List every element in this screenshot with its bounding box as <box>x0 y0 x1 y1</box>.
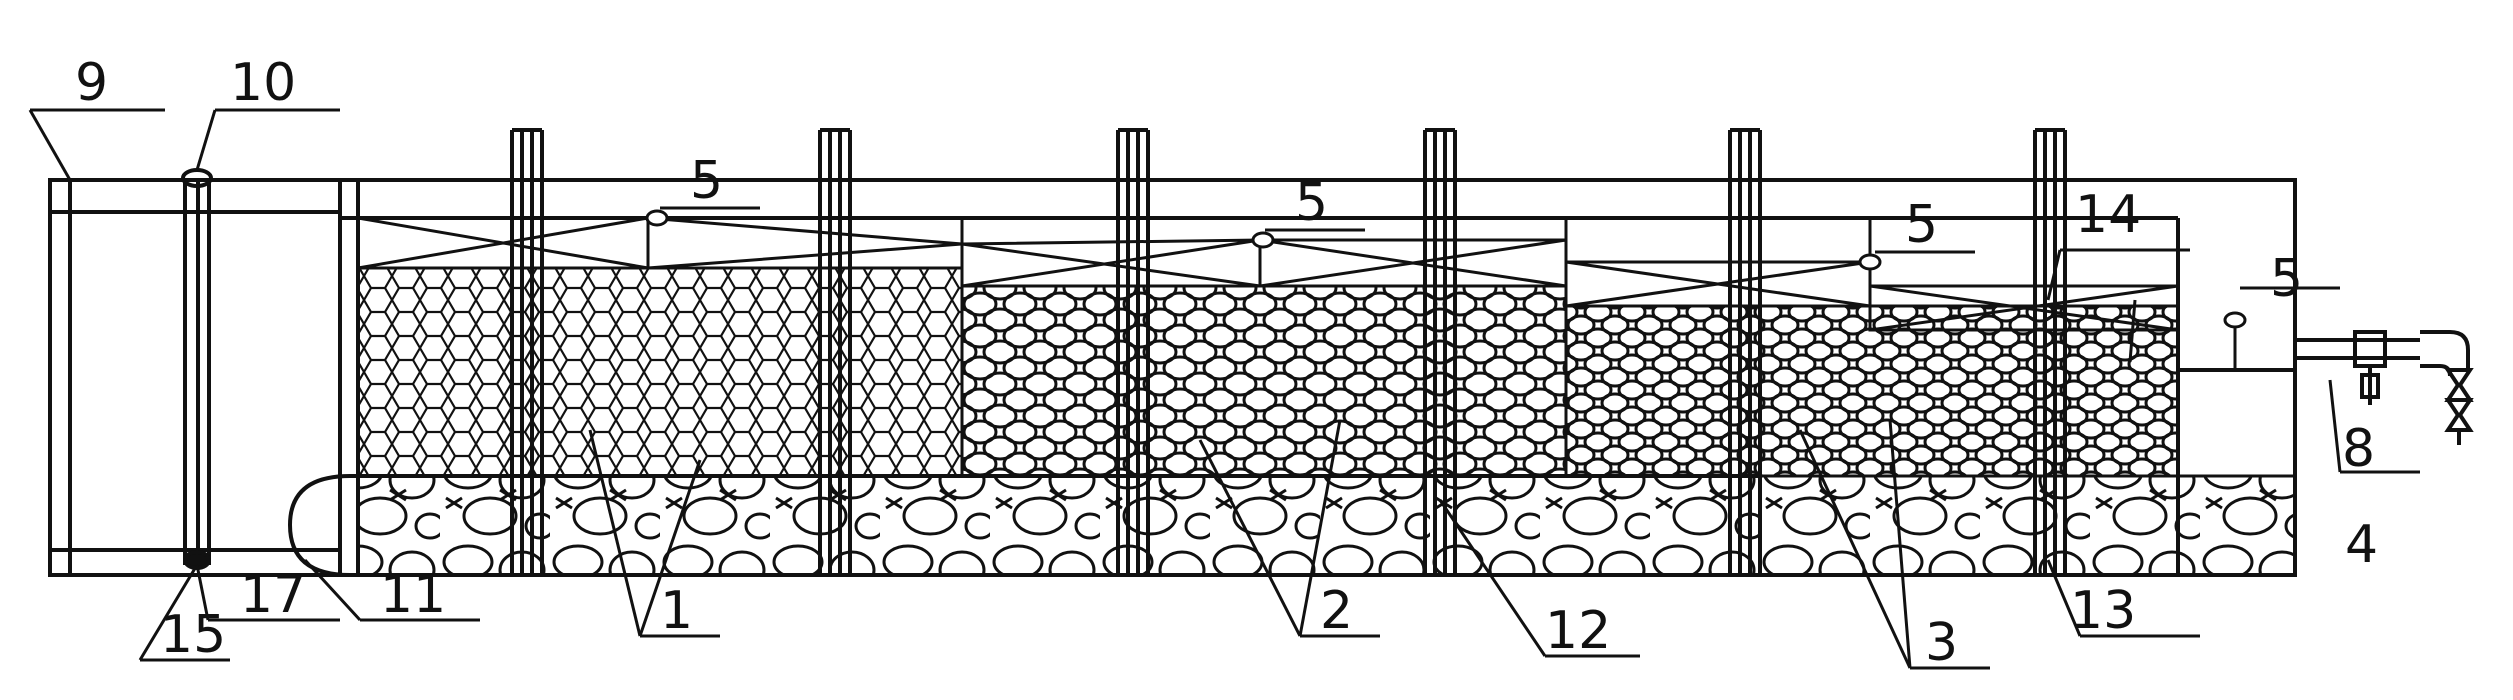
label-11: 11 <box>380 565 446 625</box>
label-13: 13 <box>2070 581 2136 641</box>
float-valve-2 <box>1251 231 1275 249</box>
label-9: 9 <box>75 53 108 113</box>
distribution-pipe <box>287 474 1760 577</box>
label-8: 8 <box>2342 419 2375 479</box>
label-5-d: 5 <box>2270 249 2303 309</box>
vertical-pipe-2 <box>818 128 852 575</box>
vertical-pipes <box>510 128 2067 575</box>
label-5-b: 5 <box>1295 173 1328 233</box>
label-1: 1 <box>660 581 693 641</box>
label-12: 12 <box>1545 601 1611 661</box>
vertical-pipe-5 <box>1728 128 1762 575</box>
outlet-piping <box>2295 330 2474 445</box>
vertical-pipe-1 <box>510 128 544 575</box>
label-15: 15 <box>160 605 226 665</box>
label-2: 2 <box>1320 581 1353 641</box>
vertical-pipe-6 <box>2033 128 2067 575</box>
label-14: 14 <box>2075 185 2141 245</box>
leader-lines <box>28 108 2420 670</box>
riser-pipe <box>181 168 213 570</box>
label-10: 10 <box>230 53 296 113</box>
filter-media-stage-2 <box>960 284 1568 478</box>
vertical-pipe-3 <box>1116 128 1150 575</box>
label-3: 3 <box>1925 613 1958 673</box>
float-valve-3 <box>1858 253 1882 271</box>
filter-media-stage-3 <box>1564 304 2180 478</box>
labels: 9 10 5 5 5 14 5 8 15 17 11 1 2 12 3 13 4 <box>75 53 2378 673</box>
label-5-c: 5 <box>1905 195 1938 255</box>
float-valve-1 <box>645 209 669 227</box>
top-bracing <box>356 216 2180 332</box>
label-5-a: 5 <box>690 151 723 211</box>
filter-media-stage-1 <box>356 266 964 478</box>
label-4: 4 <box>2345 515 2378 575</box>
inlet-tank <box>48 178 342 577</box>
float-valve-4 <box>2223 311 2247 329</box>
float-valves <box>645 209 2247 370</box>
label-17: 17 <box>240 565 306 625</box>
vertical-pipe-4 <box>1423 128 1457 575</box>
